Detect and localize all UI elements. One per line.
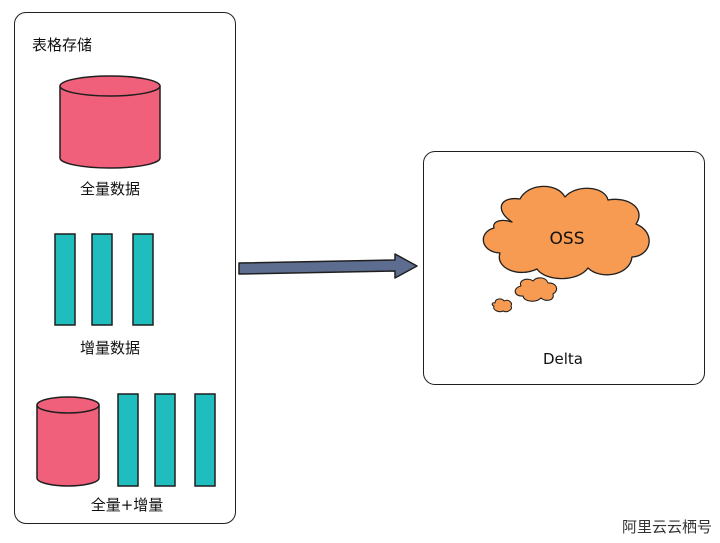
incremental-bar-icon: [54, 233, 76, 326]
delta-label: Delta: [542, 350, 584, 368]
table-storage-title: 表格存储: [32, 36, 93, 54]
watermark: 阿里云云栖号: [621, 518, 712, 536]
incremental-bar-icon: [91, 233, 113, 326]
combined-cylinder-icon: [36, 396, 100, 487]
combined-bar-icon: [194, 393, 216, 487]
incremental-data-label: 增量数据: [79, 339, 141, 357]
combined-label: 全量+增量: [90, 496, 164, 514]
full-data-label: 全量数据: [79, 180, 141, 198]
combined-bar-icon: [154, 393, 176, 487]
combined-bar-icon: [117, 393, 139, 487]
incremental-bar-icon: [132, 233, 154, 326]
oss-label: OSS: [549, 229, 585, 249]
